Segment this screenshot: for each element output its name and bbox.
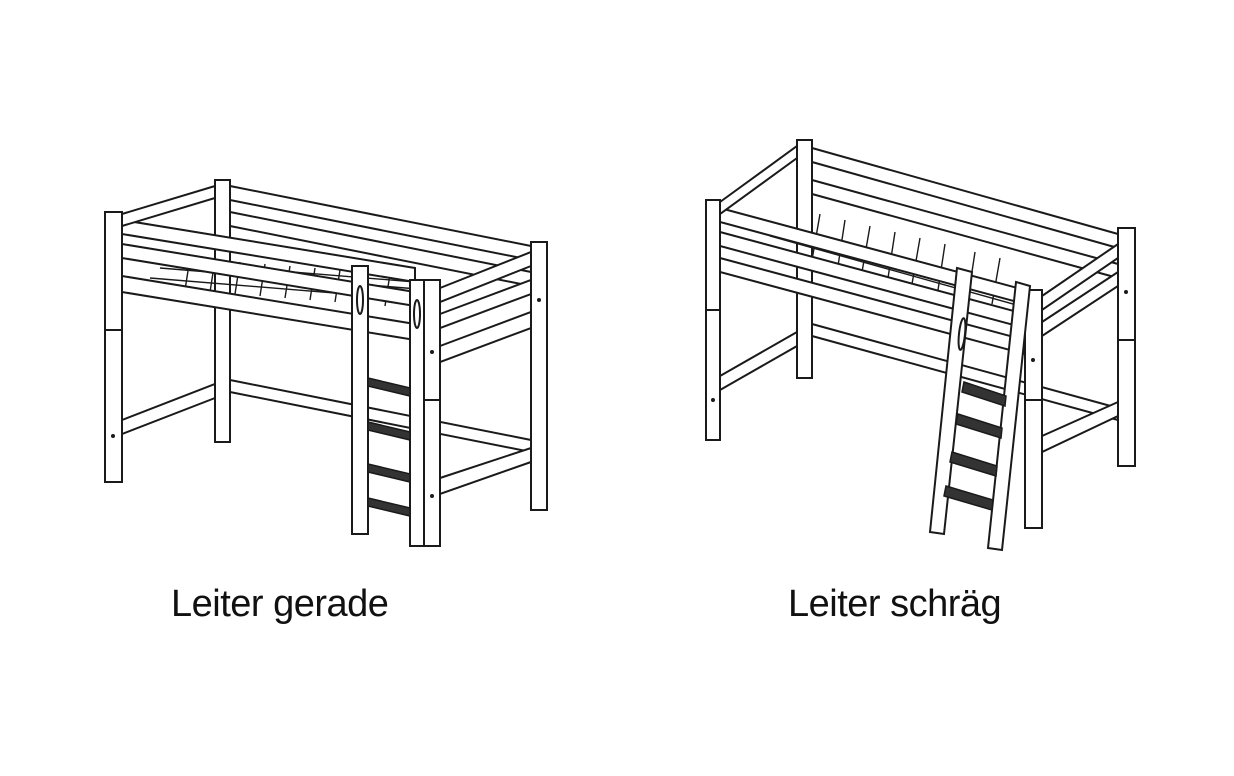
loft-bed-slanted-ladder [705,139,1136,552]
caption-straight-ladder: Leiter gerade [171,583,389,625]
loft-bed-straight-ladder [104,179,548,547]
caption-slanted-ladder: Leiter schräg [788,583,1002,625]
